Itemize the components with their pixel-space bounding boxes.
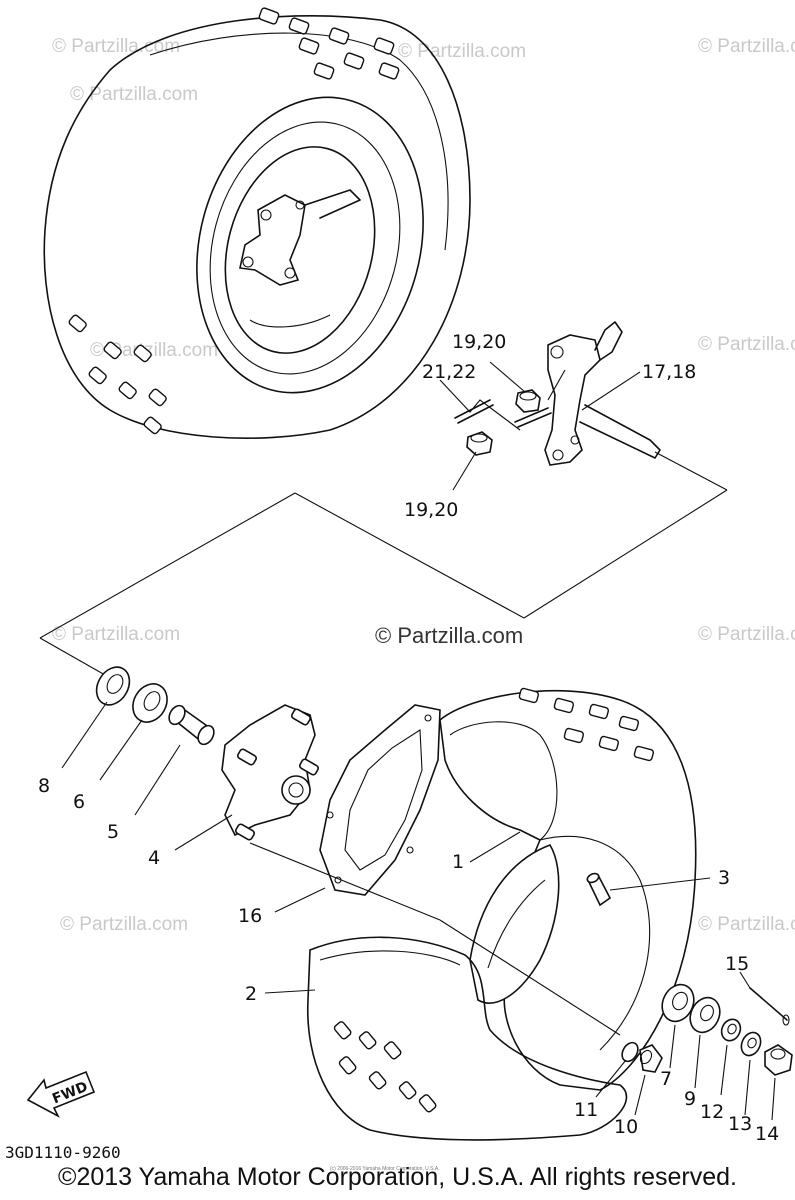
bearing-7	[661, 983, 695, 1023]
watermark-layer: © Partzilla.com © Partzilla.com © Partzi…	[52, 36, 795, 935]
nut-10	[639, 1044, 663, 1073]
callout-17-18: 17,18	[642, 361, 696, 383]
watermark: © Partzilla.com	[398, 41, 526, 62]
callout-15: 15	[725, 953, 749, 975]
fwd-arrow-icon: FWD	[26, 1070, 96, 1118]
bearing-9	[689, 996, 721, 1034]
valve-stem-3	[586, 872, 612, 907]
rim-inner-hub	[469, 844, 560, 1004]
callout-4: 4	[148, 847, 160, 869]
callout-8: 8	[38, 775, 50, 797]
bearing-6	[132, 683, 168, 723]
callout-19-20-top: 19,20	[452, 331, 506, 353]
diagram-part-code: 3GD1110-9260	[5, 1143, 121, 1162]
callout-14: 14	[755, 1123, 779, 1145]
wheel-hub-4	[221, 704, 319, 841]
oil-seal	[95, 666, 131, 706]
watermark: © Partzilla.com	[698, 334, 795, 355]
axle-nut-14	[764, 1044, 793, 1076]
callout-11: 11	[574, 1099, 598, 1121]
fine-print: (c) 2006-2016 Yamaha Motor Corporation, …	[330, 1166, 440, 1172]
watermark: © Partzilla.com	[698, 36, 795, 57]
watermark: © Partzilla.com	[70, 84, 198, 105]
callout-2: 2	[245, 983, 257, 1005]
washer-13	[740, 1031, 762, 1057]
callout-21-22: 21,22	[422, 361, 476, 383]
assembly-frame	[39, 451, 728, 676]
gasket-16	[319, 704, 441, 896]
leader-lines-top	[439, 361, 641, 491]
watermark: © Partzilla.com	[698, 624, 795, 645]
callout-5: 5	[107, 821, 119, 843]
watermark: © Partzilla.com	[698, 914, 795, 935]
tire-inner-half	[306, 936, 628, 1141]
watermark-main: © Partzilla.com	[375, 623, 523, 648]
top-tire-assembly	[43, 7, 471, 439]
castle-nut-upper	[515, 389, 541, 413]
watermark: © Partzilla.com	[52, 36, 180, 57]
callout-12: 12	[700, 1101, 724, 1123]
copyright-notice: ©2013 Yamaha Motor Corporation, U.S.A. A…	[58, 1163, 737, 1191]
callout-13: 13	[728, 1113, 752, 1135]
callout-1: 1	[452, 851, 464, 873]
collar-12	[720, 1018, 742, 1042]
callout-6: 6	[73, 791, 85, 813]
callout-labels: 8 6 5 4 16 1 3 2 15 7 9 12 13 14 11 10 1…	[38, 331, 779, 1145]
axle-line	[249, 842, 621, 1036]
callout-3: 3	[718, 867, 730, 889]
cotter-pin-15	[749, 987, 790, 1026]
watermark: © Partzilla.com	[52, 624, 180, 645]
callout-16: 16	[238, 905, 262, 927]
callout-19-20-bottom: 19,20	[404, 499, 458, 521]
tire-outer-half	[439, 687, 697, 1091]
callout-9: 9	[684, 1088, 696, 1110]
washer-11	[621, 1041, 639, 1063]
watermark: © Partzilla.com	[60, 914, 188, 935]
castle-nut-lower	[466, 431, 493, 456]
spacer-5	[168, 704, 215, 746]
watermark: © Partzilla.com	[90, 340, 218, 361]
callout-7: 7	[660, 1068, 672, 1090]
leader-lines-bottom	[61, 701, 776, 1121]
callout-10: 10	[614, 1116, 638, 1138]
steering-knuckle	[544, 321, 661, 466]
